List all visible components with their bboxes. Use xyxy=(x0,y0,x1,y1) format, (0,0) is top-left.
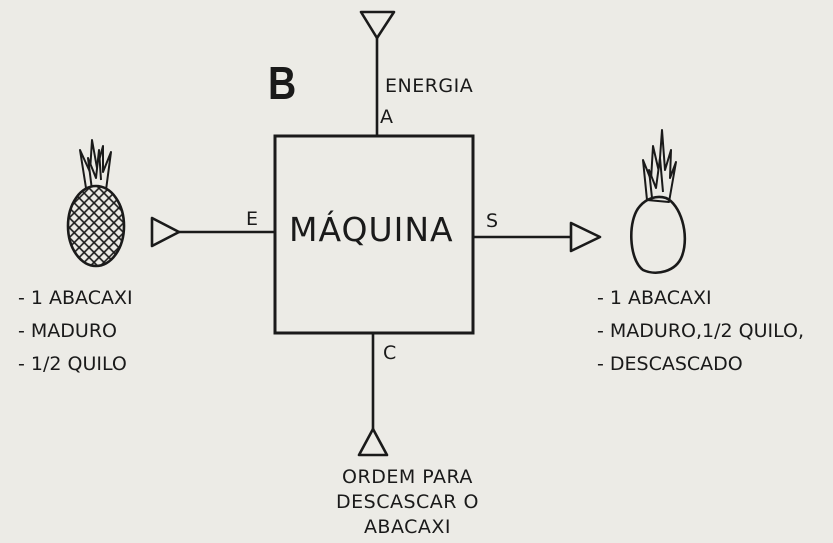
input-description: - 1 ABACAXI - MADURO - 1/2 QUILO xyxy=(18,289,133,388)
output-description: - 1 ABACAXI - MADURO,1/2 QUILO, - DESCAS… xyxy=(597,289,804,388)
order-caption: ORDEM PARA DESCASCAR O ABACAXI xyxy=(336,465,479,540)
input-line: - 1 ABACAXI xyxy=(18,287,133,309)
peeled-pineapple-icon xyxy=(629,129,687,274)
input-line: - MADURO xyxy=(18,320,117,342)
order-line: DESCASCAR O xyxy=(336,491,479,513)
energy-label: ENERGIA xyxy=(385,75,474,97)
output-line: - 1 ABACAXI xyxy=(597,287,712,309)
port-e-label: E xyxy=(246,208,259,230)
machine-title: MÁQUINA xyxy=(289,210,454,249)
input-line: - 1/2 QUILO xyxy=(18,353,127,375)
panel-letter: B xyxy=(268,57,297,109)
input-arrow xyxy=(150,216,275,248)
output-arrow xyxy=(473,221,602,253)
order-line: ABACAXI xyxy=(363,516,452,538)
output-line: - DESCASCADO xyxy=(597,353,743,375)
whole-pineapple-icon xyxy=(66,139,126,268)
energy-arrow xyxy=(359,10,396,136)
port-s-label: S xyxy=(486,210,499,232)
output-line: - MADURO,1/2 QUILO, xyxy=(597,320,805,342)
port-c-label: C xyxy=(383,342,397,364)
order-arrow xyxy=(357,333,389,457)
order-line: ORDEM PARA xyxy=(342,466,473,488)
port-a-label: A xyxy=(380,106,394,128)
